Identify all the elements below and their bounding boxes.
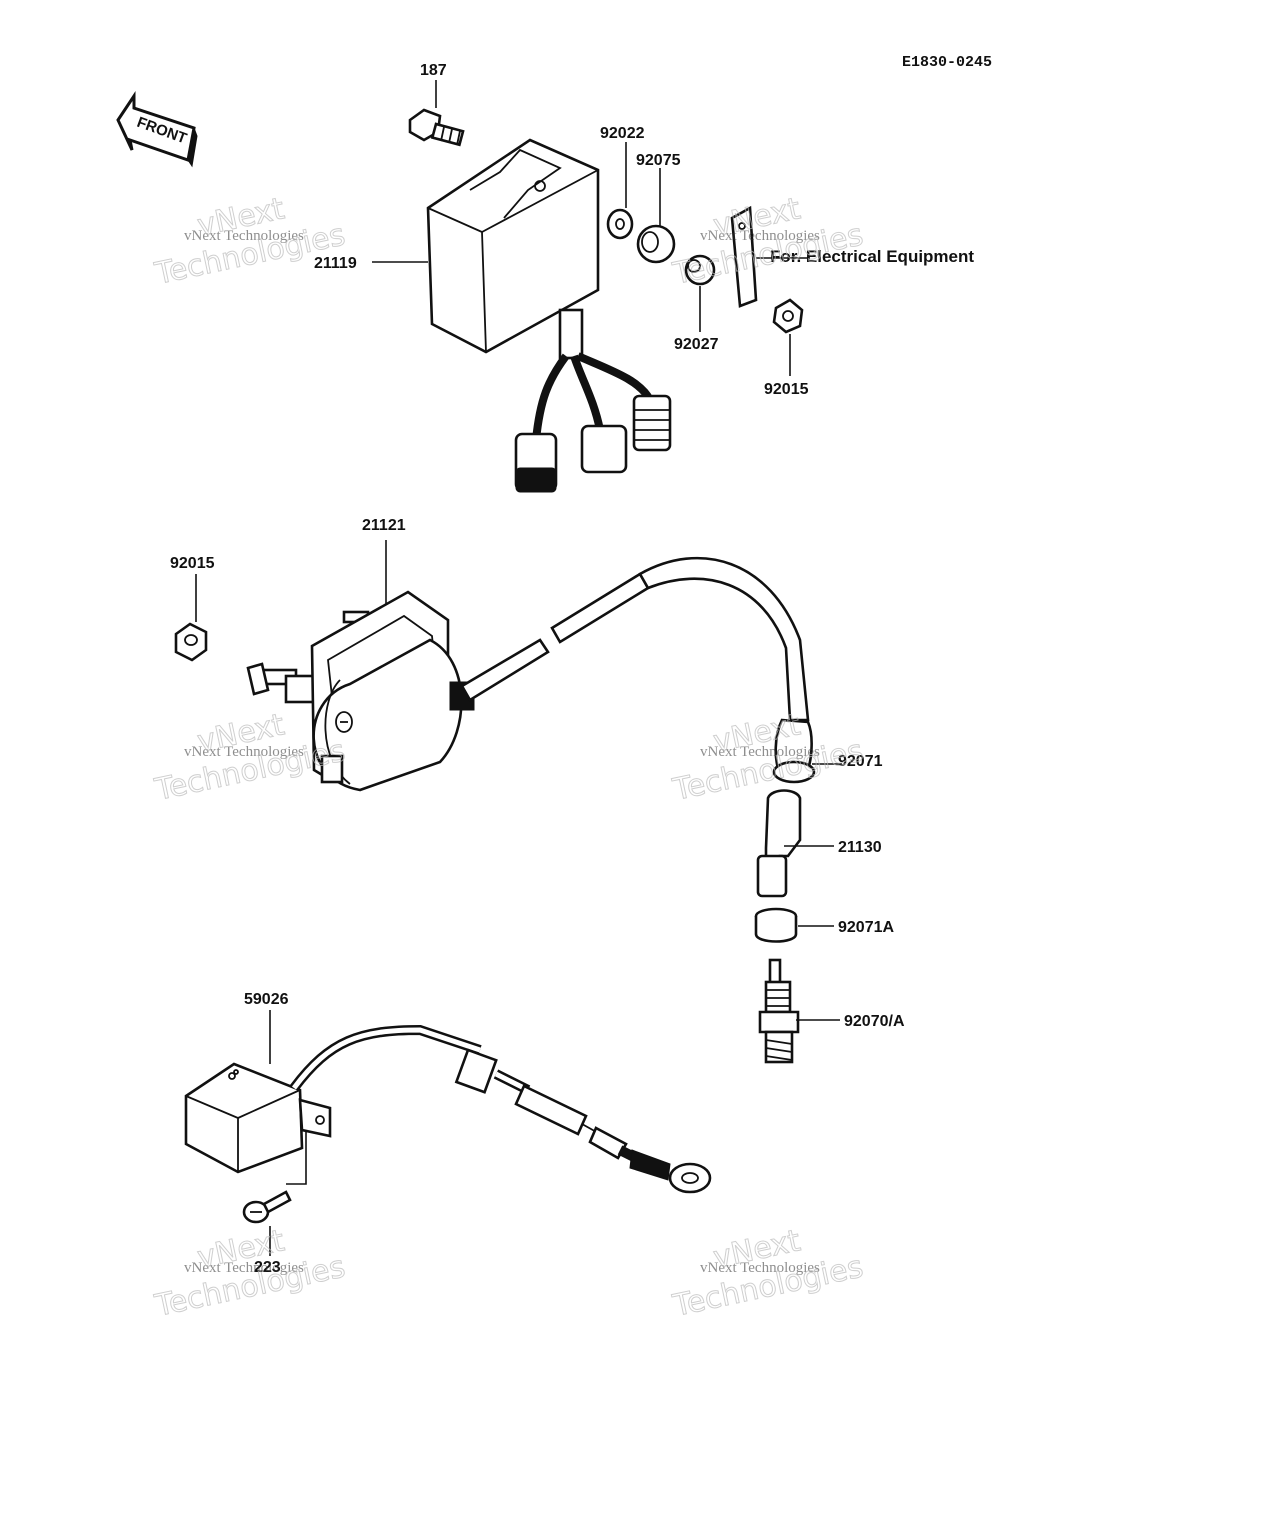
spark-plug-92070A-icon <box>758 958 800 1064</box>
svg-text:vNext Technologies: vNext Technologies <box>184 744 304 760</box>
bracket-icon <box>730 205 758 308</box>
callout-21130: 21130 <box>838 839 882 856</box>
bolt-187-icon <box>408 108 465 147</box>
washer-92022-icon <box>606 208 634 240</box>
module-59026 <box>184 1024 712 1194</box>
collar-92027-icon <box>684 254 716 286</box>
callout-223: 223 <box>254 1259 281 1276</box>
note-electrical-equipment: For. Electrical Equipment <box>770 247 974 266</box>
svg-text:vNext Technologies: vNext Technologies <box>184 1260 304 1276</box>
callout-187: 187 <box>420 62 447 79</box>
svg-text:vNext Technologies: vNext Technologies <box>184 228 304 244</box>
grommet-icon <box>454 1048 498 1094</box>
svg-text:vNext Technologies: vNext Technologies <box>700 228 820 244</box>
svg-text:vNext Technologies: vNext Technologies <box>700 1260 820 1276</box>
nut-92015-top-icon <box>772 298 804 334</box>
cdi-unit-21119 <box>372 108 672 493</box>
callout-21121: 21121 <box>362 517 406 534</box>
ignition-coil-21121 <box>246 556 816 792</box>
ring-92071A-icon <box>754 907 798 943</box>
callout-92071: 92071 <box>838 753 883 770</box>
front-arrow-icon: FRONT <box>116 91 198 168</box>
callout-92015-top: 92015 <box>764 381 809 398</box>
callout-92075: 92075 <box>636 152 681 169</box>
screw-223-icon <box>242 1190 292 1224</box>
plug-cap-21130-icon <box>756 789 802 898</box>
connector-icon <box>514 394 672 493</box>
grommet-92075-icon <box>636 224 676 264</box>
callout-21119: 21119 <box>314 255 357 272</box>
callout-92071A: 92071A <box>838 919 894 936</box>
callout-92027: 92027 <box>674 336 719 353</box>
svg-text:vNext Technologies: vNext Technologies <box>700 744 820 760</box>
doc-code: E1830-0245 <box>902 54 992 71</box>
callout-92022: 92022 <box>600 125 645 142</box>
nut-92015-mid-icon <box>174 622 208 662</box>
callout-92070A: 92070/A <box>844 1013 905 1030</box>
callout-59026: 59026 <box>244 991 289 1008</box>
callout-92015-mid: 92015 <box>170 555 215 572</box>
